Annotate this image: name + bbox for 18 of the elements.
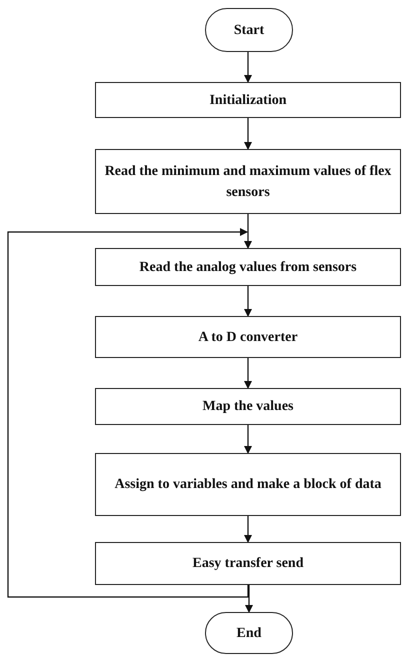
process-box: Initialization [95,82,401,118]
terminal-box: Start [205,8,293,52]
arrow [244,286,252,317]
process-box: Easy transfer send [95,542,401,585]
arrow [7,228,249,598]
arrow [244,425,252,454]
process-box: A to D converter [95,316,401,358]
process-box: Map the values [95,388,401,425]
terminal-box: End [205,612,293,654]
process-box: Assign to variables and make a block of data [95,453,401,516]
process-box: Read the analog values from sensors [95,248,401,286]
arrow [245,585,253,613]
arrow [244,52,252,83]
arrow [244,358,252,389]
arrow [244,516,252,543]
process-box: Read the minimum and maximum values of flex sensors [95,149,401,214]
arrow [244,118,252,150]
arrow [244,214,252,249]
